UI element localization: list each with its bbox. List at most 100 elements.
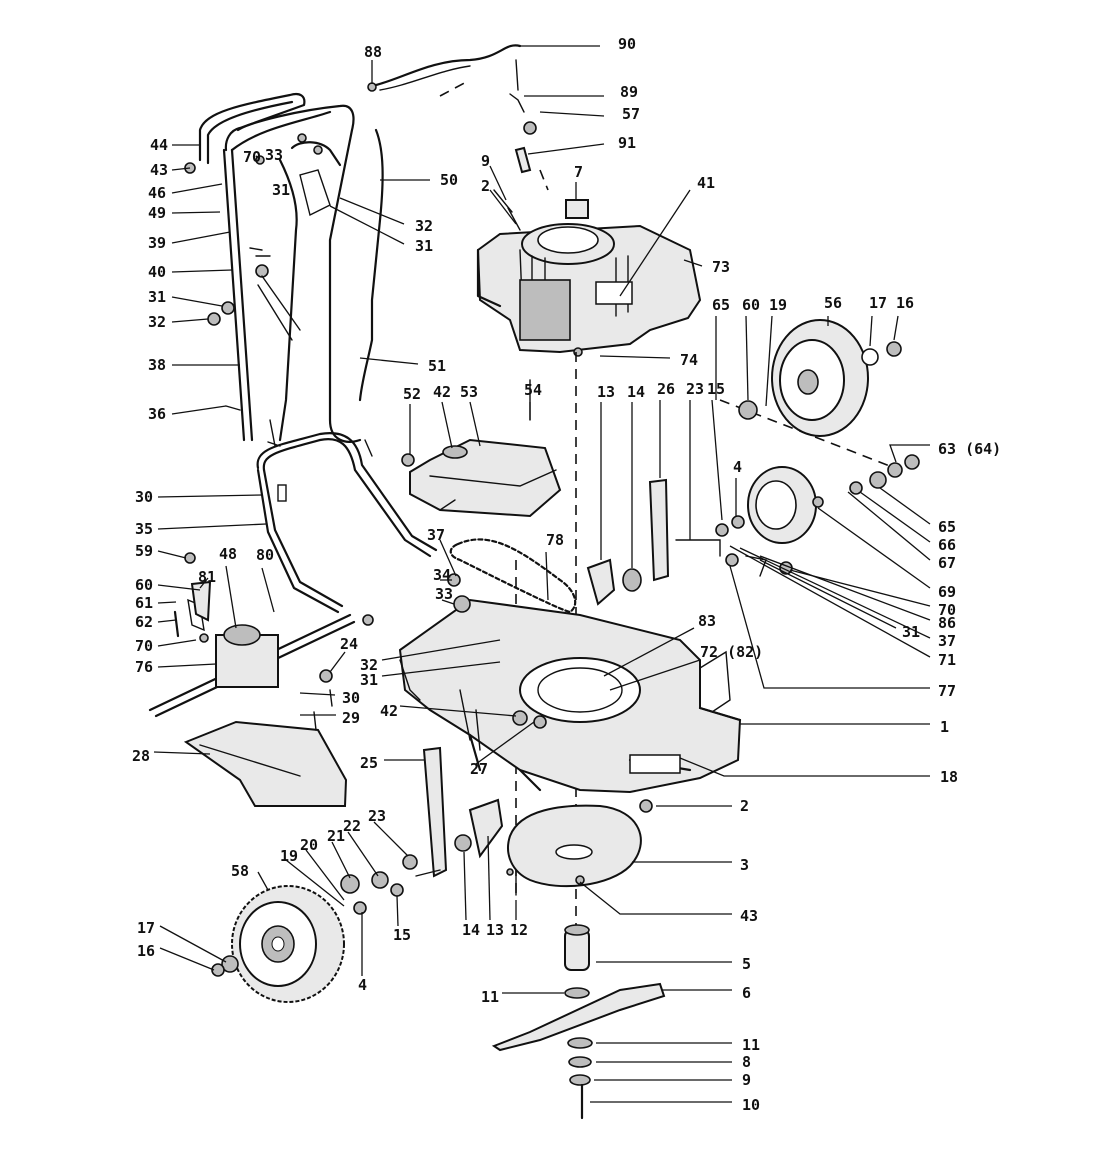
part-label: 7 <box>574 163 583 181</box>
part-label: 31 <box>360 671 378 689</box>
part-label: 67 <box>938 554 956 572</box>
part-label: 2 <box>481 177 490 195</box>
part-label: 77 <box>938 682 956 700</box>
part-label: 1 <box>940 718 949 736</box>
part-label: 14 <box>462 921 480 939</box>
part-label: 57 <box>622 105 640 123</box>
part-label: 78 <box>546 531 564 549</box>
part-label: 30 <box>135 488 153 506</box>
part-label: 9 <box>481 152 490 170</box>
part-label: 46 <box>148 184 166 202</box>
part-label: 88 <box>364 43 382 61</box>
part-label: 3 <box>740 856 749 874</box>
part-label: 8 <box>742 1053 751 1071</box>
part-label: 4 <box>358 976 367 994</box>
part-label: 40 <box>148 263 166 281</box>
part-label: 60 <box>135 576 153 594</box>
part-label: 33 <box>265 146 283 164</box>
part-label: 27 <box>470 760 488 778</box>
part-label: 83 <box>698 612 716 630</box>
part-label: 32 <box>415 217 433 235</box>
part-label: 5 <box>742 955 751 973</box>
part-label: 31 <box>272 181 290 199</box>
part-label: 39 <box>148 234 166 252</box>
part-label: 42 <box>433 383 451 401</box>
part-label: 37 <box>427 526 445 544</box>
part-label: 25 <box>360 754 378 772</box>
part-label: 24 <box>340 635 358 653</box>
part-label: 2 <box>740 797 749 815</box>
part-label: 10 <box>742 1096 760 1114</box>
handle-upper <box>198 92 384 457</box>
front-height-adjuster <box>340 746 517 915</box>
part-label: 72 (82) <box>700 643 763 661</box>
front-wheel <box>211 885 345 1003</box>
part-label: 74 <box>680 351 698 369</box>
part-label: 22 <box>343 817 361 835</box>
part-label: 13 <box>597 383 615 401</box>
part-label: 15 <box>393 926 411 944</box>
part-label: 30 <box>342 689 360 707</box>
part-label: 52 <box>403 385 421 403</box>
axis-lines <box>439 79 901 960</box>
part-label: 60 <box>742 296 760 314</box>
part-label: 90 <box>618 35 636 53</box>
fuel-tank <box>401 438 562 518</box>
rear-axle <box>148 598 356 718</box>
part-label: 14 <box>627 383 645 401</box>
part-label: 23 <box>686 380 704 398</box>
part-label: 16 <box>896 294 914 312</box>
part-label: 32 <box>360 656 378 674</box>
part-label: 16 <box>137 942 155 960</box>
part-label: 37 <box>938 632 956 650</box>
part-label: 59 <box>135 542 153 560</box>
part-label: 19 <box>769 296 787 314</box>
part-label: 62 <box>135 613 153 631</box>
leader-lines <box>153 45 931 1103</box>
part-label: 53 <box>460 383 478 401</box>
mower-deck <box>398 598 742 813</box>
part-label: 42 <box>380 702 398 720</box>
part-label: 51 <box>428 357 446 375</box>
part-label: 86 <box>938 614 956 632</box>
part-label: 11 <box>742 1036 760 1054</box>
part-label: 65 <box>938 518 956 536</box>
part-label: 41 <box>697 174 715 192</box>
part-label: 71 <box>938 651 956 669</box>
part-label: 31 <box>148 288 166 306</box>
part-label: 17 <box>137 919 155 937</box>
part-label: 36 <box>148 405 166 423</box>
part-label: 18 <box>940 768 958 786</box>
part-label: 61 <box>135 594 153 612</box>
part-label: 17 <box>869 294 887 312</box>
part-label: 21 <box>327 827 345 845</box>
part-label: 34 <box>433 566 451 584</box>
part-label: 29 <box>342 709 360 727</box>
part-label: 70 <box>243 148 261 166</box>
part-label: 81 <box>198 568 216 586</box>
part-label: 66 <box>938 536 956 554</box>
part-label: 13 <box>486 921 504 939</box>
part-label: 65 <box>712 296 730 314</box>
part-label: 31 <box>902 623 920 641</box>
drive-belt <box>449 538 577 614</box>
handle-lower <box>256 432 438 614</box>
part-label: 76 <box>135 658 153 676</box>
part-label: 49 <box>148 204 166 222</box>
part-label: 9 <box>742 1071 751 1089</box>
part-label: 73 <box>712 258 730 276</box>
engine <box>476 189 702 357</box>
part-label: 89 <box>620 83 638 101</box>
part-label: 80 <box>256 546 274 564</box>
part-label: 19 <box>280 847 298 865</box>
part-label: 31 <box>415 237 433 255</box>
throttle-cable <box>367 44 522 92</box>
part-label: 70 <box>135 637 153 655</box>
part-label: 69 <box>938 583 956 601</box>
part-label: 70 <box>938 601 956 619</box>
part-label: 63 (64) <box>938 440 1001 458</box>
part-label: 48 <box>219 545 237 563</box>
part-label: 58 <box>231 862 249 880</box>
